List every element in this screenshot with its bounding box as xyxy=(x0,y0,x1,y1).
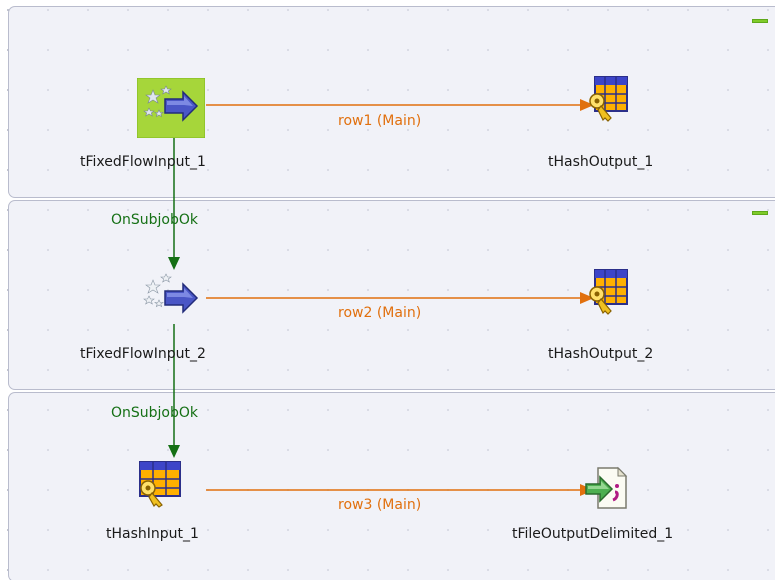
row3-link[interactable] xyxy=(206,484,594,496)
component-tfixedflowinput-2[interactable] xyxy=(139,270,199,314)
onsubjobok-link-2[interactable] xyxy=(168,324,180,458)
subjob-1-collapse-toggle[interactable] xyxy=(752,19,768,23)
component-thashoutput-1[interactable] xyxy=(585,75,629,122)
subjob-2-collapse-toggle[interactable] xyxy=(752,211,768,215)
onsubjobok-label-2[interactable]: OnSubjobOk xyxy=(111,405,199,421)
onsubjobok-label-1[interactable]: OnSubjobOk xyxy=(111,212,199,228)
row3-link-label[interactable]: row3 (Main) xyxy=(338,497,422,513)
component-tfixedflowinput-1[interactable] xyxy=(137,78,205,138)
component-label: tFixedFlowInput_2 xyxy=(80,346,206,362)
subjob-1-background[interactable] xyxy=(8,6,775,198)
row2-link-label[interactable]: row2 (Main) xyxy=(338,305,422,321)
fixed-flow-input-icon xyxy=(137,78,205,138)
file-output-delimited-icon xyxy=(585,466,628,509)
hash-input-icon xyxy=(139,461,181,508)
onsubjobok-link-1[interactable] xyxy=(168,130,180,270)
hash-output-icon xyxy=(589,76,628,122)
row2-link[interactable] xyxy=(206,292,594,304)
component-label: tHashInput_1 xyxy=(106,526,199,542)
component-label: tFixedFlowInput_1 xyxy=(80,154,206,170)
row1-link[interactable] xyxy=(206,99,594,111)
component-thashinput-1[interactable] xyxy=(138,460,182,508)
component-label: tHashOutput_2 xyxy=(548,346,654,362)
hash-output-icon xyxy=(589,269,628,315)
component-label: tFileOutputDelimited_1 xyxy=(512,526,674,542)
component-label: tHashOutput_1 xyxy=(548,154,654,170)
fixed-flow-input-icon xyxy=(143,273,199,314)
component-thashoutput-2[interactable] xyxy=(585,268,629,315)
subjob-3-background[interactable] xyxy=(8,392,775,580)
subjob-2-background[interactable] xyxy=(8,200,775,390)
row1-link-label[interactable]: row1 (Main) xyxy=(338,113,422,129)
component-tfileoutputdelimited-1[interactable] xyxy=(584,464,628,509)
